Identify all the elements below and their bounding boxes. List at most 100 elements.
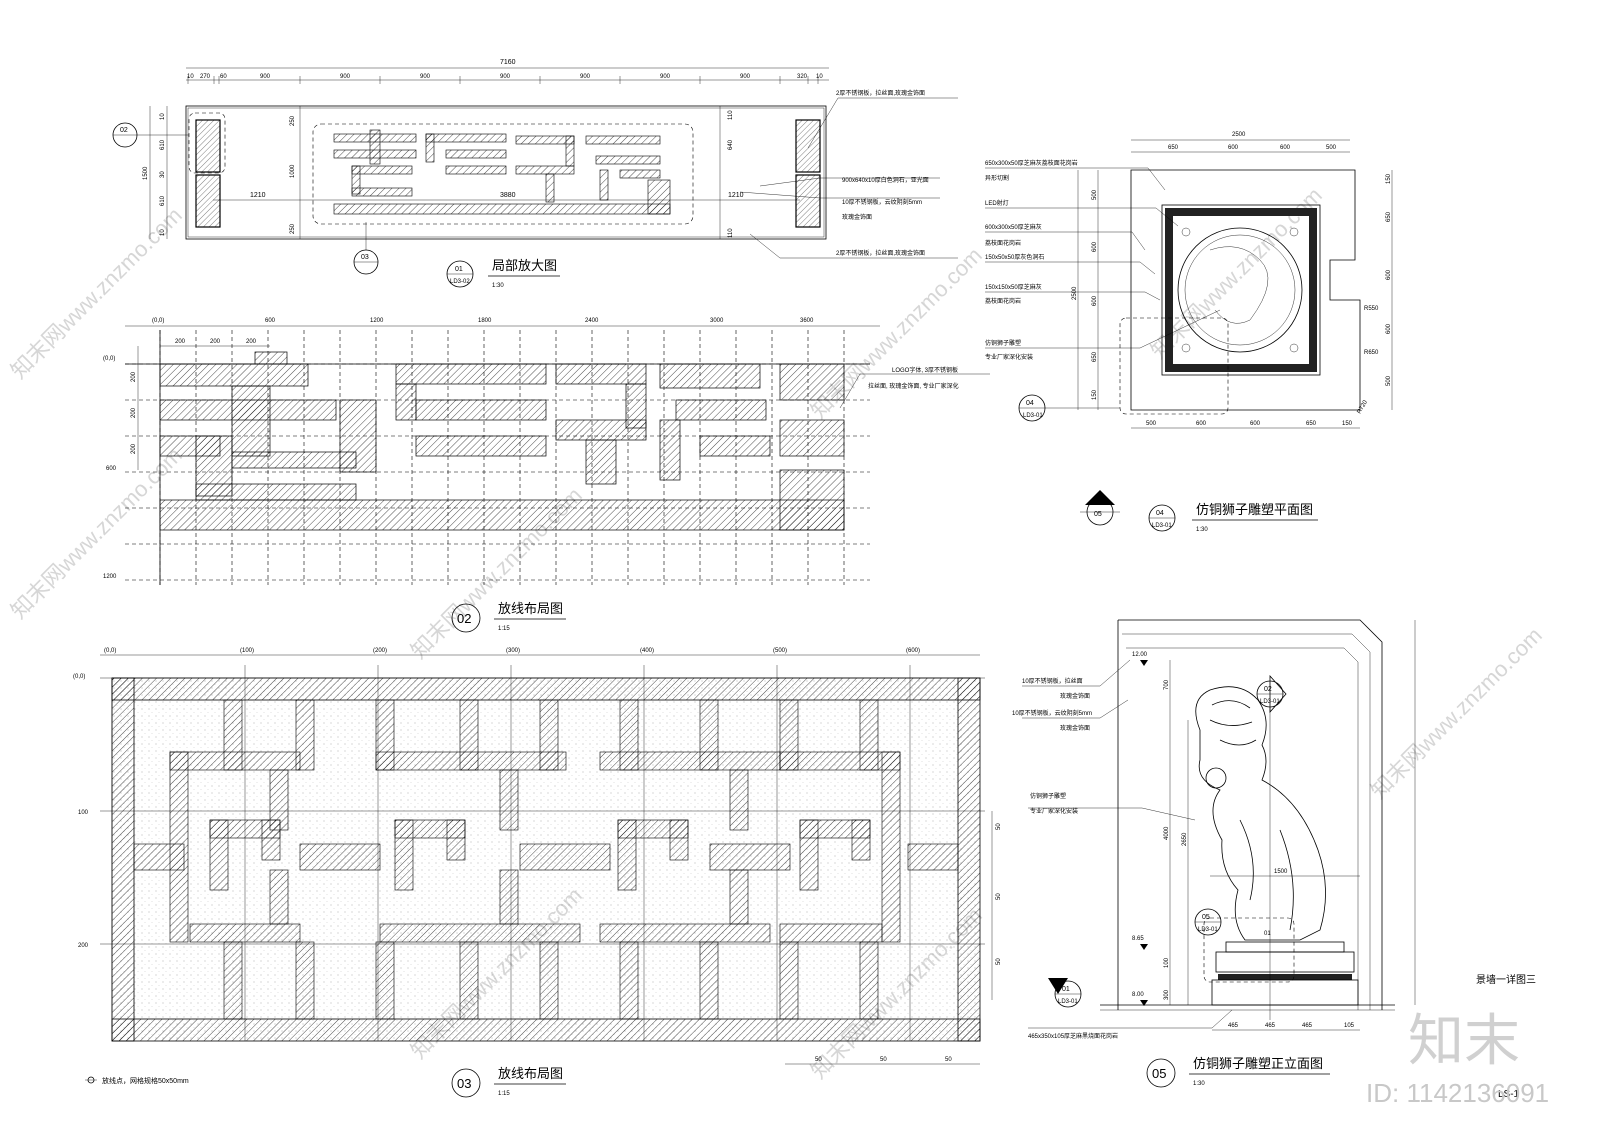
axis-label: 100 — [78, 810, 89, 816]
radius-label: R720 — [1357, 399, 1370, 415]
dim-segments: 10 270 60 900 900 900 900 900 900 900 32… — [187, 74, 823, 80]
note: 650x300x50厚芝麻灰荔枝面花岗岩 — [985, 159, 1078, 167]
axis-label: 1200 — [370, 318, 384, 324]
dim-label: 270 — [200, 74, 211, 80]
dim-label: 1500 — [143, 166, 149, 180]
callout-ref: LD3-01 — [1023, 413, 1043, 419]
drawing-scale: 1:30 — [1196, 527, 1208, 533]
axis-label: 200 — [210, 339, 221, 345]
title-number: 03 — [457, 1076, 471, 1091]
drawing-02-layout: (0,0) 600 1200 1800 2400 3000 3600 200 2… — [103, 318, 990, 633]
dim-label: 650 — [1386, 211, 1392, 222]
logo-glyph-large — [159, 351, 845, 531]
note: 10厚不锈钢板，拉丝面 — [1022, 677, 1083, 685]
dim-label: 465 — [1228, 1023, 1239, 1029]
lion-sculpture — [1195, 686, 1326, 941]
dim-label: 610 — [160, 139, 166, 150]
note: 专业厂家深化安装 — [1030, 807, 1078, 815]
drawing-scale: 1:30 — [492, 283, 504, 289]
dim-label: 2500 — [1232, 132, 1246, 138]
axis-label: 200 — [131, 371, 137, 382]
dim-label: 150 — [1342, 421, 1353, 427]
callout-ref: LD3-01 — [1260, 699, 1280, 705]
note: LOGO字体, 3厚不锈钢板 — [892, 366, 958, 374]
axis-label: 200 — [246, 339, 257, 345]
axis-label: (0,0) — [73, 674, 85, 680]
dim-label: 1000 — [290, 164, 296, 178]
drawing-01-elevation: 7160 10 270 60 900 900 900 900 900 900 9… — [112, 59, 958, 289]
note: 150x50x50厚灰色洞石 — [985, 253, 1044, 261]
dim-label: 1500 — [1274, 869, 1288, 875]
axis-label: (400) — [640, 648, 654, 654]
note: 玫瑰金饰面 — [1060, 724, 1090, 732]
callout-label: 05 — [1094, 511, 1102, 518]
dim-label: 10 — [160, 229, 166, 236]
image-id: ID: 1142136091 — [1366, 1078, 1549, 1108]
dim-label: 650 — [1092, 351, 1098, 362]
callout-ref: LD3-01 — [1058, 999, 1078, 1005]
dim-label: 600 — [1386, 269, 1392, 280]
callout-label: 05 — [1202, 914, 1210, 921]
radius-label: R650 — [1364, 350, 1379, 356]
dim-label: 110 — [728, 228, 734, 238]
axis-label: (0,0) — [152, 318, 164, 324]
axis-label: 2400 — [585, 318, 599, 324]
axis-label: 200 — [78, 943, 89, 949]
dim-label: 610 — [160, 195, 166, 206]
level-markers: 12.00 8.65 8.00 — [1132, 652, 1148, 1006]
dim-label: 3880 — [500, 192, 516, 199]
level-label: 8.65 — [1132, 936, 1144, 942]
dim-label: 320 — [797, 74, 808, 80]
note: 荔枝面花岗岩 — [985, 297, 1021, 305]
dim-label: 1210 — [250, 192, 266, 199]
drawing-05-elevation: 12.00 8.65 8.00 700 4000 2650 100 300 15… — [1012, 619, 1416, 1088]
dim-label: 900 — [500, 74, 511, 80]
legend-setout-point: 放线点，网格规格50x50mm — [85, 1076, 189, 1085]
title-number: 01 — [455, 266, 463, 273]
dim-label: 10 — [160, 113, 166, 120]
drawing-title: 仿铜狮子雕塑平面图 — [1196, 502, 1313, 517]
note: 仿铜狮子雕塑 — [985, 339, 1021, 347]
title-number: 04 — [1156, 510, 1164, 517]
dim-label: 150 — [1386, 173, 1392, 184]
axis-label: 200 — [131, 407, 137, 418]
dim-label: 4000 — [1164, 826, 1170, 840]
dim-label: 700 — [1164, 679, 1170, 690]
callout-label: 03 — [361, 254, 369, 261]
note: 2厚不锈钢板，拉丝面,玫瑰金饰面 — [836, 249, 925, 257]
dim-label: 50 — [815, 1057, 822, 1063]
dim-label: 2500 — [1072, 286, 1078, 300]
callout-label: 01 — [1062, 986, 1070, 993]
title-number: 05 — [1152, 1066, 1166, 1081]
dim-label: 2650 — [1182, 832, 1188, 846]
dim-label: 600 — [1092, 295, 1098, 306]
legend-text: 放线点，网格规格50x50mm — [102, 1076, 189, 1085]
note: 拉丝面, 玫瑰金饰面, 专业厂家深化 — [868, 382, 959, 390]
dim-label: 900 — [260, 74, 271, 80]
axis-label: (0,0) — [104, 648, 116, 654]
dim-label: 900 — [580, 74, 591, 80]
axis-label: (200) — [373, 648, 387, 654]
note: 玫瑰金饰面 — [842, 213, 872, 221]
axis-label: 200 — [131, 443, 137, 454]
dim-label: 105 — [1344, 1023, 1355, 1029]
axis-label: (100) — [240, 648, 254, 654]
dim-total: 7160 — [500, 59, 516, 66]
note: 异形切割 — [985, 174, 1009, 182]
callout-ref: LD3-01 — [1198, 927, 1218, 933]
sheet-number: LS-1 — [1498, 1089, 1520, 1100]
dim-label: 600 — [1386, 323, 1392, 334]
dim-label: 10 — [816, 74, 823, 80]
callout-label: 02 — [120, 127, 128, 134]
note: 2厚不锈钢板，拉丝面,玫瑰金饰面 — [836, 89, 925, 97]
note: 10厚不锈钢板，云纹阴刻5mm — [842, 198, 922, 206]
dim-label: 50 — [880, 1057, 887, 1063]
dim-label: 500 — [1146, 421, 1157, 427]
radius-label: R550 — [1364, 306, 1379, 312]
logo-glyph — [333, 129, 671, 215]
dim-label: 50 — [996, 893, 1002, 900]
note: 10厚不锈钢板，云纹阴刻5mm — [1012, 709, 1092, 717]
dim-label: 900 — [340, 74, 351, 80]
dim-label: 01 — [1264, 931, 1271, 937]
